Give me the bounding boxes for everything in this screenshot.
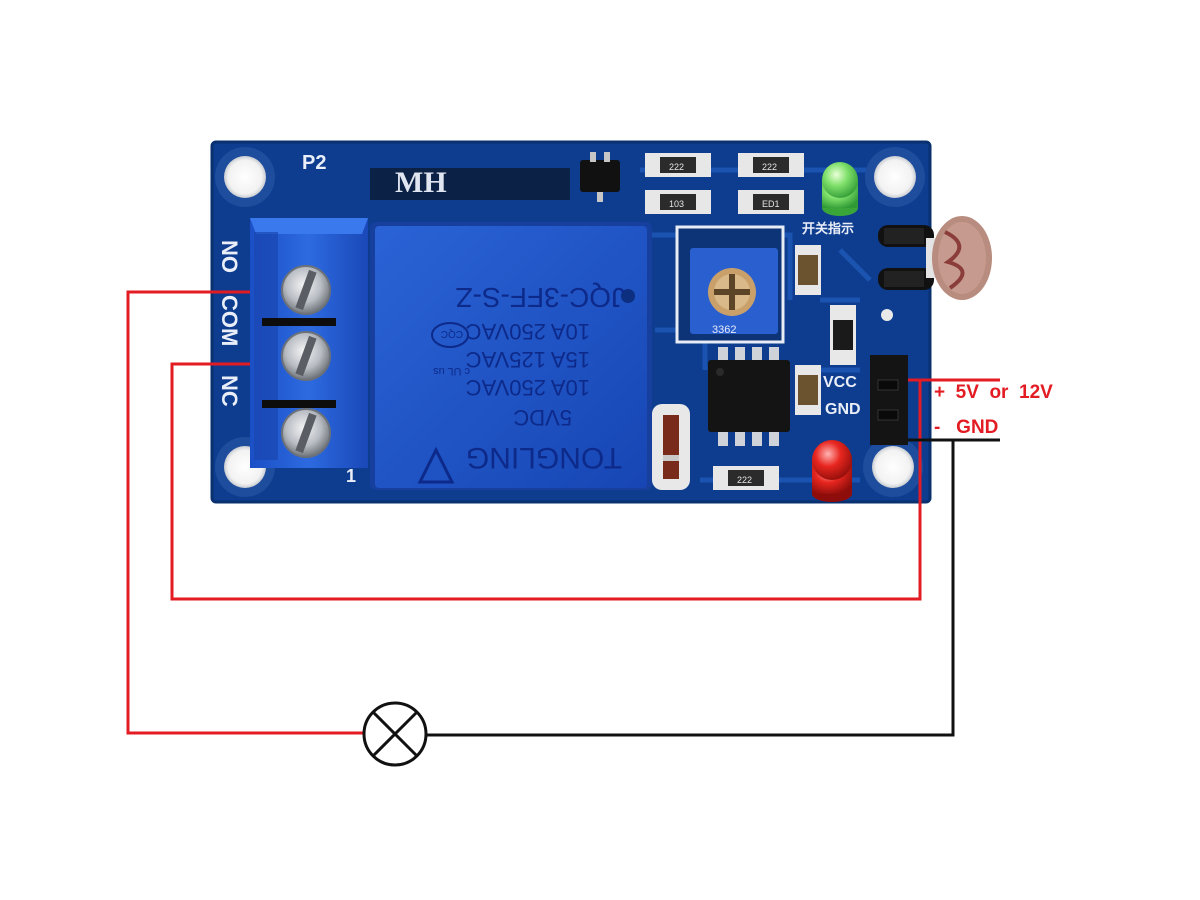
wire-lamp-to-gnd: [427, 440, 955, 737]
resistor-r1-code: 222: [669, 162, 684, 172]
status-led-red: [812, 440, 852, 502]
relay: TONGLING 5VDC 10A 250VAC 15A 125VAC 10A …: [370, 222, 652, 490]
ul-mark: c UL us: [433, 365, 470, 377]
comparator-ic: [708, 347, 790, 446]
transistor: [580, 152, 620, 202]
vcc-silk-label: VCC: [823, 374, 857, 391]
power-header: [870, 355, 908, 445]
resistor-r3: 103: [645, 190, 711, 214]
lamp-icon: [362, 701, 428, 767]
relay-module-board: P2 MH MH NO COM NC 1 222 222: [210, 140, 992, 504]
terminal-screw-no: [281, 265, 331, 315]
terminal-screw-com: [281, 331, 331, 381]
photoresistor: [878, 216, 992, 300]
terminal-nc-label: NC: [217, 375, 242, 407]
resistor-r3-code: 103: [669, 199, 684, 209]
terminal-screw-nc: [281, 408, 331, 458]
relay-brand: TONGLING: [466, 441, 622, 474]
connector-label: P2: [302, 152, 326, 174]
resistor-r5-code: 222: [737, 475, 752, 485]
terminal-no-label: NO: [217, 240, 242, 273]
wire-no-to-lamp: [126, 290, 364, 735]
resistor-r2: 222: [738, 153, 804, 177]
flyback-diode: [652, 404, 690, 490]
smd-capacitors: [795, 245, 856, 415]
power-plus-label: + 5V or 12V: [934, 382, 1053, 403]
switch-indicator-label: 开关指示: [802, 221, 854, 236]
screw-terminal-block: [250, 218, 368, 468]
relay-rating-2: 15A 125VAC: [466, 347, 590, 372]
pin-one-label: 1: [346, 466, 356, 486]
relay-rating-4: 5VDC: [513, 405, 572, 430]
cqc-mark: CQC: [441, 328, 463, 339]
relay-rating-1: 10A 250VAC: [466, 319, 590, 344]
resistor-r1: 222: [645, 153, 711, 177]
power-minus-label: - GND: [934, 417, 998, 438]
pot-code-label: 3362: [712, 324, 736, 336]
gnd-silk-label: GND: [825, 401, 861, 418]
resistor-r4: ED1: [738, 190, 804, 214]
wiring: [126, 290, 1000, 737]
relay-model: JQC-3FF-S-Z: [455, 282, 625, 313]
relay-print: TONGLING 5VDC 10A 250VAC 15A 125VAC 10A …: [417, 282, 625, 484]
resistor-r2-code: 222: [762, 162, 777, 172]
terminal-com-label: COM: [217, 295, 242, 346]
smd-resistors: 222 222 103 ED1 222: [645, 153, 804, 490]
certification-marks: c UL us CQC: [417, 322, 470, 484]
potentiometer: 3362: [675, 225, 785, 344]
brand-silk-bar: [370, 168, 570, 200]
relay-rating-3: 10A 250VAC: [466, 375, 590, 400]
brand-label-overlay: MH: [395, 166, 447, 199]
resistor-r5: 222: [713, 466, 779, 490]
resistor-r4-code: ED1: [762, 199, 780, 209]
power-led-green: [822, 162, 858, 216]
test-pad: [881, 309, 893, 321]
